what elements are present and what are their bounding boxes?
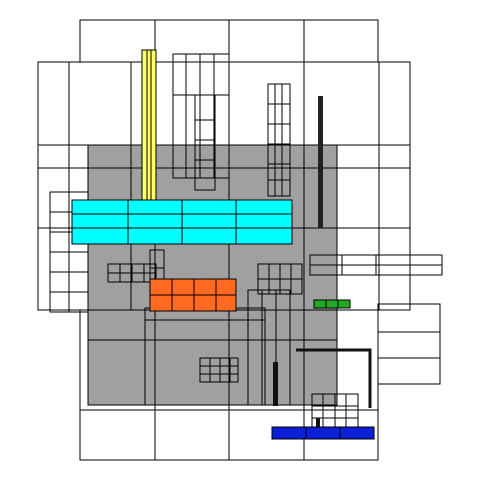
cyan-band [71, 199, 293, 245]
left-small-grid [107, 249, 165, 305]
blue-bar [271, 426, 375, 440]
black-vertical-bar [318, 96, 323, 228]
right-middle-grid [257, 263, 303, 295]
orange-block [149, 278, 237, 312]
bottom-small-grid [199, 357, 239, 383]
narrow-grid-column [267, 83, 291, 197]
upper-grid-block [172, 53, 230, 191]
black-bracket-line [296, 348, 372, 408]
green-bar [313, 299, 351, 309]
gray-region [87, 144, 338, 406]
black-short-bar [273, 362, 278, 406]
yellow-strip [141, 49, 157, 205]
right-grid-strip [309, 254, 443, 276]
black-mini-bar [316, 418, 320, 430]
